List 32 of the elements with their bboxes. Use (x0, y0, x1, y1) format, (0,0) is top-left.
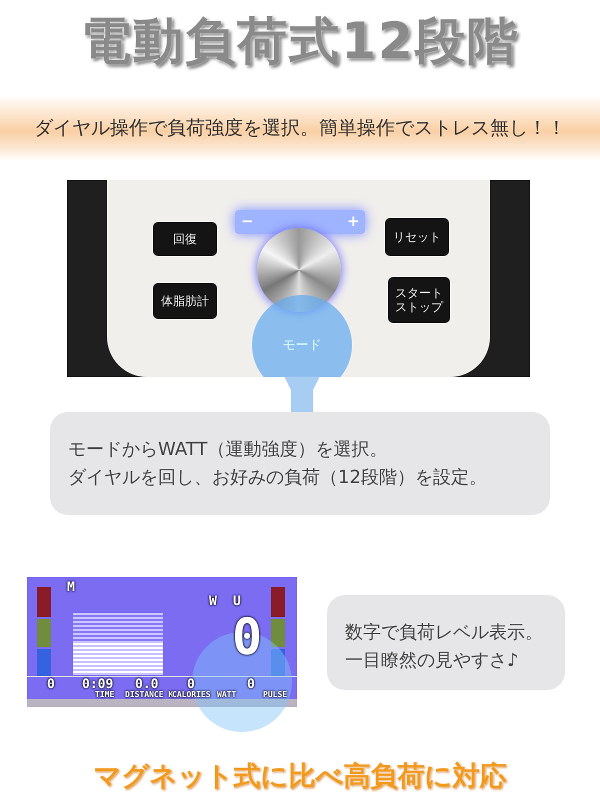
lcd-display (27, 577, 297, 707)
lcd-reading: PULSE (263, 691, 288, 699)
console-button: 体脂肪計 (153, 283, 217, 319)
console-photo (67, 180, 530, 377)
text-line: 数字で負荷レベル表示。 (345, 621, 544, 645)
lcd-reading: 0 (247, 678, 255, 691)
console-button: リセット (385, 218, 449, 256)
arrow (284, 376, 320, 412)
text-box (50, 412, 550, 515)
lcd-reading: CALORIES (172, 691, 211, 699)
dial-sign: + (347, 212, 360, 230)
lcd-reading: 0:09 (82, 678, 114, 691)
lcd-reading: DISTANCE K (125, 691, 174, 699)
text-box (327, 595, 565, 690)
console-button: スタートストップ (388, 277, 450, 323)
lcd-reading: WATT (217, 691, 236, 699)
console-button: 回復 (153, 222, 217, 256)
lcd-reading: 0 (47, 678, 55, 691)
lcd-reading: 0 (187, 678, 195, 691)
lcd-reading: U (233, 595, 241, 608)
caption: マグネット式に比べ高負荷に対応 (92, 760, 508, 794)
lcd-reading: 0.0 (135, 678, 158, 691)
lcd-reading: 0 (232, 612, 262, 662)
text-line: モードからWATT（運動強度）を選択。 (68, 438, 388, 462)
lcd-reading: M (67, 581, 75, 594)
title: 電動負荷式12段階 (80, 11, 520, 72)
lcd-reading: W (209, 595, 217, 608)
text-line: ダイヤルを回し、お好みの負荷（12段階）を設定。 (68, 466, 488, 490)
lcd-reading: TIME (95, 691, 114, 699)
text-line: 一目瞭然の見やすさ♪ (345, 649, 520, 673)
banner: ダイヤル操作で負荷強度を選択。簡単操作でストレス無し！！ (0, 95, 600, 161)
dial-sign: − (241, 212, 254, 230)
